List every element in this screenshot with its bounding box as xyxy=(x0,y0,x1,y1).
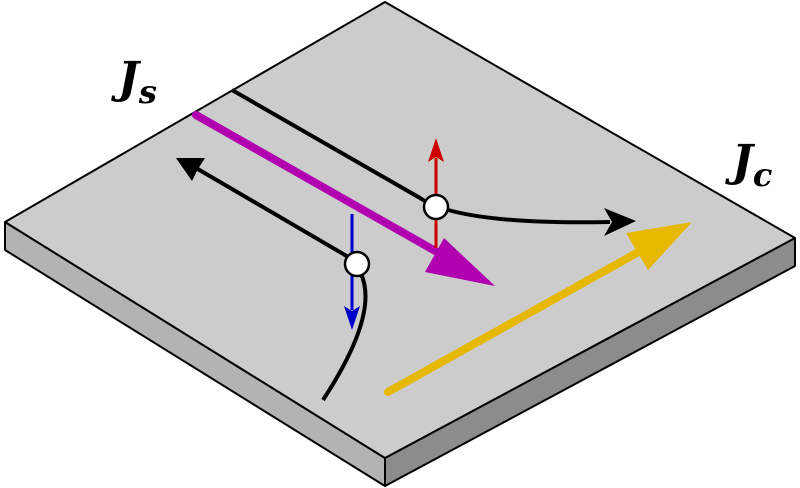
spin-current-arrow xyxy=(192,111,495,286)
charge-current-label: Jc xyxy=(725,136,772,194)
electron-spin-down xyxy=(343,250,371,278)
charge-current-arrow xyxy=(384,222,692,396)
spin-current-label: Js xyxy=(111,53,157,111)
electron-spin-up xyxy=(422,193,450,221)
